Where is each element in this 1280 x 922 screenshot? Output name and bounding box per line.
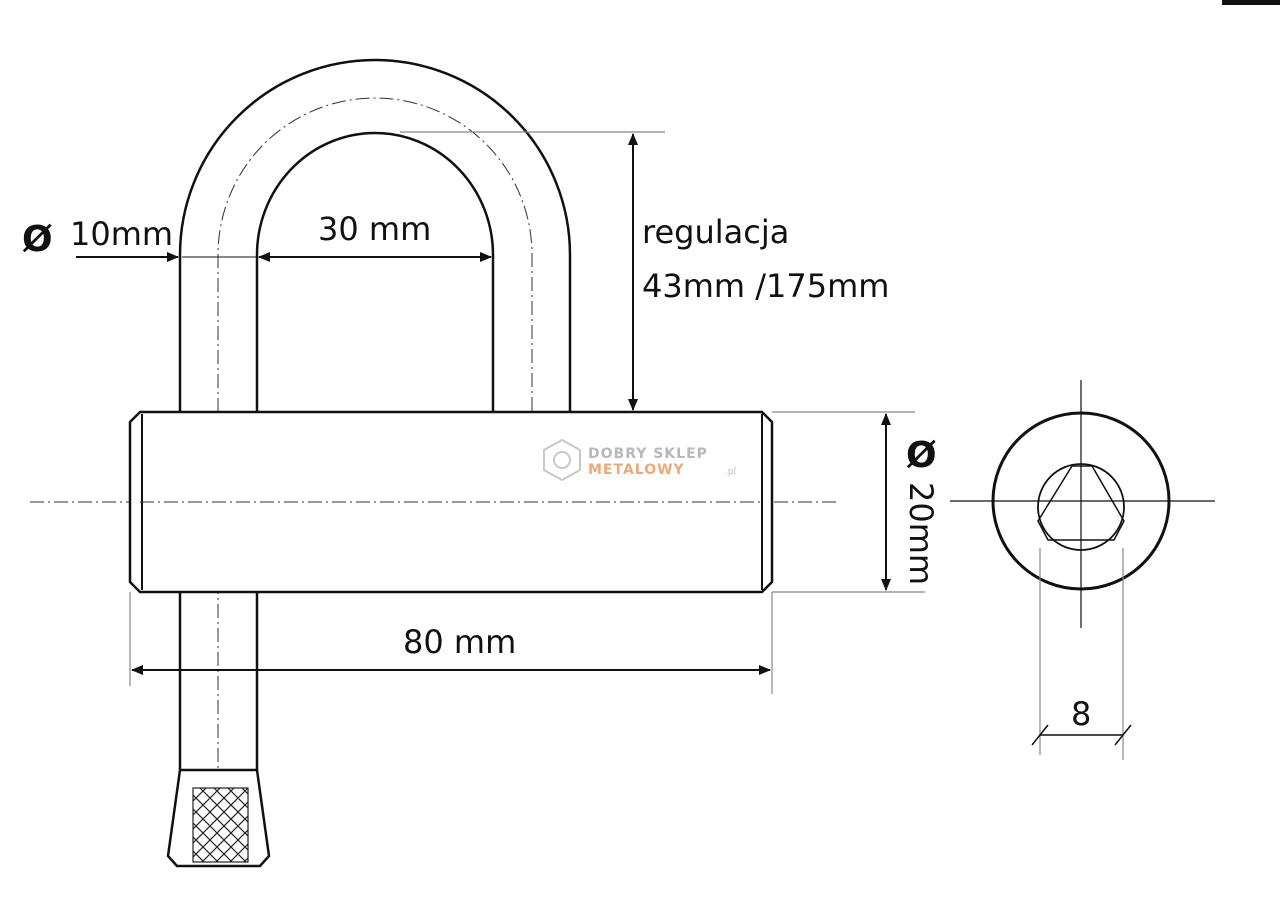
label-body-length: 80 mm (403, 623, 516, 661)
dim-hex-tick-left (1031, 724, 1049, 746)
shackle-inner (255, 131, 495, 412)
end-view-triangle-socket (1037, 465, 1125, 541)
watermark-nut-icon (543, 438, 581, 482)
corner-bar (1222, 0, 1280, 5)
watermark-logo: DOBRY SKLEP METALOWY .pl (543, 438, 736, 482)
knurl-pattern (192, 787, 249, 863)
label-rod-diameter: 10mm (70, 215, 173, 253)
watermark-line2: METALOWY (588, 462, 685, 478)
label-inner-width: 30 mm (318, 210, 431, 248)
watermark-line1: DOBRY SKLEP (588, 446, 708, 462)
dim-hex-tick-right (1114, 724, 1132, 746)
shackle-outer (178, 58, 572, 412)
watermark-nut-hole-icon (553, 451, 571, 469)
body-cylinder (128, 410, 774, 594)
diameter-symbol-rod: Ø (22, 219, 53, 260)
diameter-symbol-body: Ø (906, 435, 937, 476)
label-hex-size: 8 (1071, 695, 1091, 733)
label-adjust-values: 43mm /175mm (642, 267, 889, 305)
shackle-centerline (217, 97, 533, 412)
watermark-suffix: .pl (725, 467, 736, 477)
label-body-diameter: 20mm (902, 482, 940, 585)
label-adjust-title: regulacja (642, 213, 789, 251)
